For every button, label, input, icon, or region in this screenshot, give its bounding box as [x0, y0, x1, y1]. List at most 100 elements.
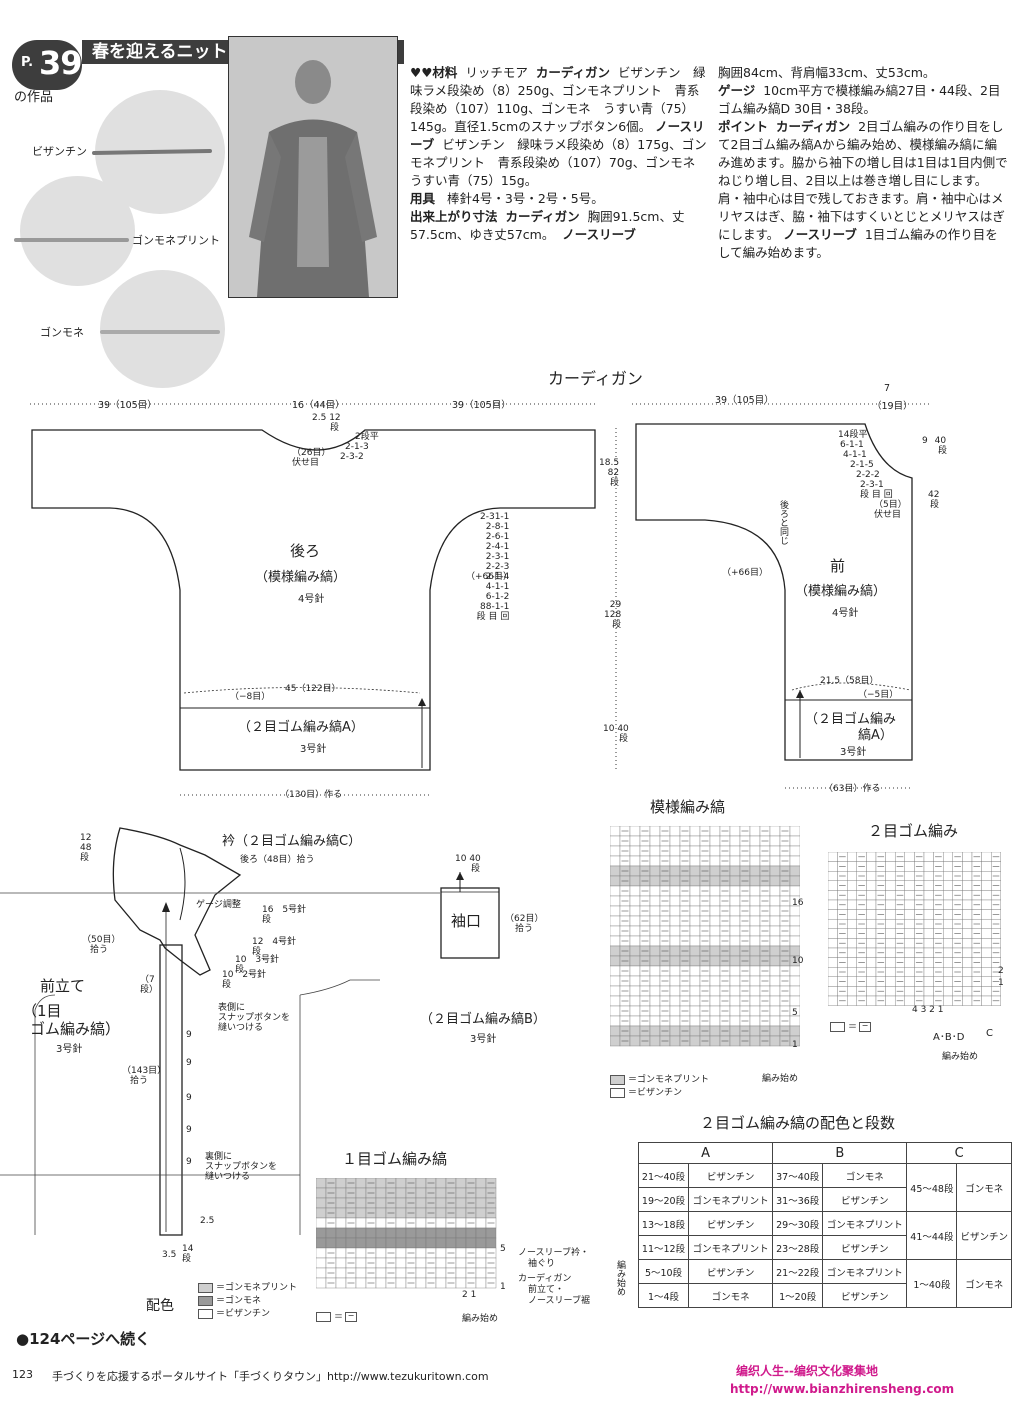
chart-cell — [866, 957, 877, 968]
gauge-value: 10cm平方で模様編み縞27目・44段、2目ゴム編み縞D 30目・38段。 — [718, 83, 1001, 116]
chart-cell — [729, 875, 741, 887]
chart-cell — [316, 1267, 327, 1279]
chart-cell — [709, 1015, 721, 1027]
chart-cell — [649, 826, 661, 837]
chart-cell — [885, 947, 896, 958]
pattern-legend-item: ＝ゴンモネプリント — [610, 1074, 709, 1087]
table-cell: ゴンモネ — [822, 1163, 908, 1188]
pattern-chart-title: 模様編み縞 — [650, 798, 726, 816]
table-row: 5〜10段 ビザンチン 21〜22段 ゴンモネプリント 1〜40段 ゴンモネ — [637, 1259, 1012, 1308]
chart-cell — [729, 935, 741, 947]
table-row: 21〜40段 ビザンチン 37〜40段 ゴンモネ 45〜48段 ゴンモネ — [637, 1163, 1012, 1212]
table-cell: 1〜20段 — [772, 1283, 824, 1308]
chart-cell — [828, 880, 838, 891]
chart-cell — [942, 852, 953, 862]
body-height-rows: 128 — [604, 610, 622, 620]
chart-cell — [942, 986, 953, 997]
chart-cell — [689, 1015, 701, 1027]
chart-cell — [610, 965, 621, 977]
collar-snap-note: 表側に スナップボタンを 縫いつける — [218, 1003, 290, 1033]
chart-cell — [465, 1227, 477, 1239]
chart-cell — [335, 1187, 347, 1199]
chart-cell — [435, 1247, 447, 1259]
chart-cell — [923, 976, 934, 987]
chart-cell — [828, 909, 838, 920]
chart-cell — [847, 871, 858, 882]
chart-cell — [610, 826, 621, 837]
chart-cell — [769, 925, 781, 937]
rib2-c: C — [986, 1028, 993, 1039]
chart-cell — [689, 1025, 701, 1037]
collar-10a-rows: 10 — [235, 955, 247, 965]
chart-cell — [769, 845, 781, 857]
chart-cell — [769, 895, 781, 907]
chart-cell — [709, 865, 721, 877]
chart-cell — [729, 955, 741, 967]
chart-cell — [904, 909, 915, 920]
chart-cell — [749, 865, 761, 877]
chart-cell — [669, 915, 681, 927]
table-cell: 41〜44段 — [906, 1211, 958, 1260]
chart-cell — [709, 875, 721, 887]
chart-cell — [981, 966, 992, 977]
chart-cell — [981, 995, 992, 1006]
chart-cell — [689, 826, 701, 837]
size-label: 出来上がり寸法 — [410, 209, 498, 224]
chart-cell — [749, 1035, 761, 1047]
chart-cell — [325, 1227, 337, 1239]
chart-cell — [629, 915, 641, 927]
chart-cell — [649, 1035, 661, 1047]
rib2-row-2: 2 — [998, 966, 1004, 976]
pattern-legend-label: ＝ゴンモネプリント — [628, 1075, 710, 1085]
chart-cell — [669, 1015, 681, 1027]
front-neck-dec-row: 2-1-5 — [850, 460, 874, 470]
chart-cell — [962, 861, 973, 872]
front-neck-9-rows: 40 — [934, 436, 947, 446]
chart-cell — [789, 885, 800, 897]
chart-cell — [415, 1187, 427, 1199]
point-sleeveless: 1目ゴム編みの作り目をして編み始めます。 — [718, 227, 998, 260]
chart-cell — [629, 1005, 641, 1017]
chart-cell — [669, 835, 681, 847]
chart-cell — [923, 986, 934, 997]
chart-cell — [981, 852, 992, 862]
chart-cell — [789, 1035, 800, 1047]
chart-cell — [904, 880, 915, 891]
chart-cell — [610, 1015, 621, 1027]
chart-cell — [962, 957, 973, 968]
chart-cell — [847, 861, 858, 872]
yarn-label-3: ゴンモネ — [40, 326, 84, 339]
chart-cell — [789, 995, 800, 1007]
chart-cell — [749, 955, 761, 967]
chart-cell — [475, 1237, 487, 1249]
front-neck-dec-row: 伏せ目 — [874, 510, 902, 520]
diagram-title: カーディガン — [548, 369, 643, 388]
yarn-sample-2 — [20, 176, 135, 286]
footer-text: 手づくりを応援するポータルサイト「手づくりタウン」http://www.tezu… — [52, 1370, 489, 1383]
chart-cell — [885, 880, 896, 891]
chart-cell — [415, 1267, 427, 1279]
sleeve-height: 18.5 82 段 — [599, 458, 619, 488]
chart-cell — [355, 1227, 367, 1239]
collar-snap-1: 表側に — [218, 1003, 246, 1013]
model-figure — [229, 37, 397, 297]
chart-cell — [395, 1187, 407, 1199]
chart-cell — [395, 1197, 407, 1209]
front-band-title-2: （1目 — [22, 1002, 62, 1020]
chart-cell — [395, 1267, 407, 1279]
chart-cell — [435, 1267, 447, 1279]
knit-symbol-icon: − — [859, 1022, 872, 1032]
chart-cell — [649, 1005, 661, 1017]
chart-cell — [709, 915, 721, 927]
front-band-7: （7 段） — [140, 975, 158, 995]
chart-cell — [335, 1277, 347, 1289]
table-cell: 29〜30段 — [772, 1211, 824, 1236]
chart-cell — [325, 1237, 337, 1249]
chart-cell — [375, 1178, 387, 1189]
rib1-start: 編み始め — [462, 1314, 499, 1324]
back-neck-dec-2: 2-1-3 — [345, 442, 369, 452]
chart-cell — [610, 1035, 621, 1047]
table-cell: ビザンチン — [822, 1187, 908, 1212]
chart-cell — [345, 1227, 357, 1239]
chart-cell — [610, 955, 621, 967]
